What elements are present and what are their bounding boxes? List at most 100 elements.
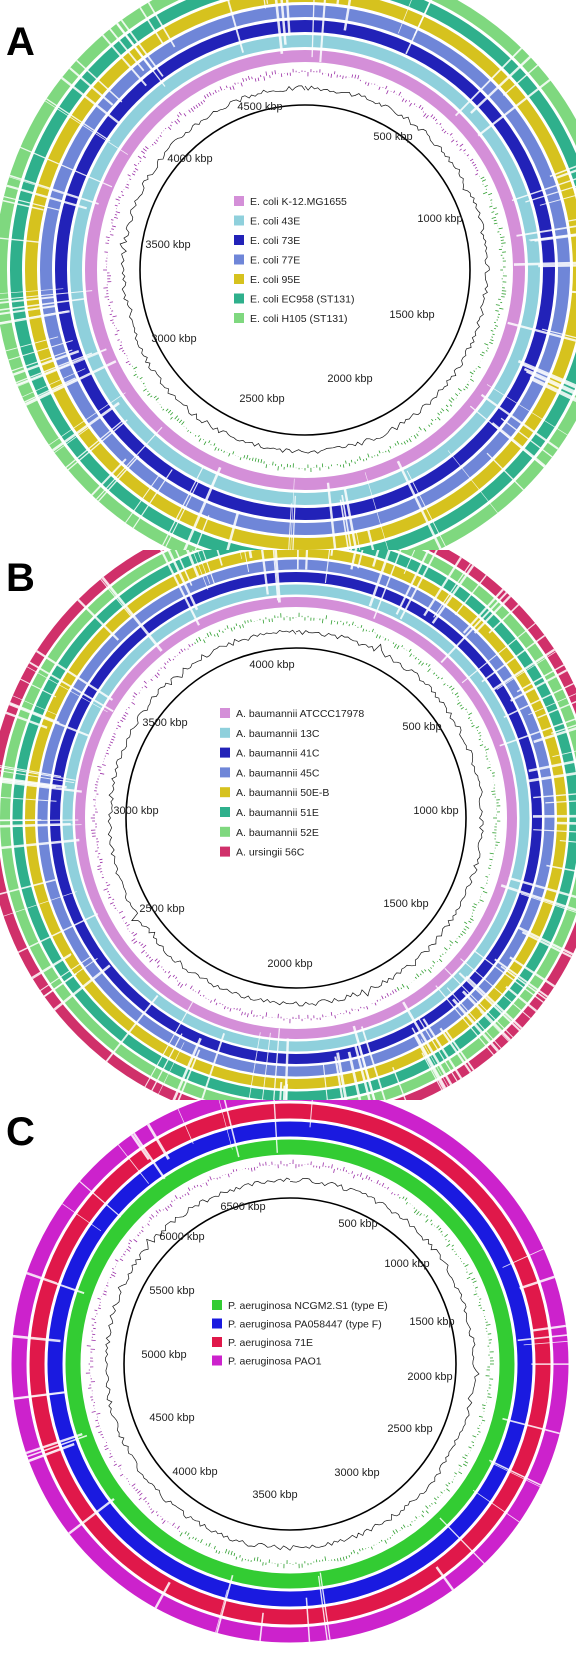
- gc-skew-mark: [489, 864, 492, 867]
- kbp-tick-label: 2500 kbp: [139, 903, 184, 915]
- gc-skew-mark: [458, 1471, 463, 1475]
- gc-skew-mark: [225, 1548, 228, 1554]
- ring-gap-mark: [120, 19, 164, 77]
- kbp-tick-label: 3500 kbp: [145, 239, 190, 251]
- gc-skew-mark: [491, 790, 496, 792]
- gc-skew-mark: [194, 1537, 197, 1541]
- ring-gap-mark: [12, 349, 80, 376]
- blast-ring: [25, 550, 567, 1089]
- gc-skew-mark: [414, 656, 417, 660]
- gc-skew-mark: [174, 1526, 176, 1528]
- gc-skew-mark: [230, 1550, 233, 1556]
- legend-label: P. aeruginosa PA058447 (type F): [228, 1319, 382, 1331]
- ring-gap-mark: [27, 1434, 88, 1458]
- gc-skew-mark: [250, 619, 252, 623]
- gc-skew-mark: [198, 434, 200, 438]
- gc-content-line: [119, 85, 490, 454]
- ring-gap-mark: [539, 194, 576, 206]
- gc-skew-mark: [230, 627, 233, 632]
- gc-skew-mark: [348, 462, 351, 467]
- blast-ring: [11, 1100, 569, 1643]
- gc-skew-mark: [223, 450, 225, 453]
- ring-gap-mark: [0, 770, 75, 784]
- ring-gap-mark: [533, 727, 576, 744]
- gc-skew-mark: [458, 935, 461, 938]
- gc-skew-mark: [357, 1173, 359, 1176]
- gc-skew-mark: [351, 1008, 353, 1012]
- ring-gap-mark: [355, 531, 361, 550]
- gc-skew-mark: [239, 1555, 241, 1558]
- ring-gap-mark: [444, 1028, 475, 1071]
- gc-skew-mark: [485, 876, 489, 878]
- ring-gap-mark: [12, 695, 58, 716]
- ring-gap-mark: [523, 367, 576, 394]
- gc-skew-mark: [456, 701, 461, 705]
- gc-skew-mark: [419, 1213, 422, 1216]
- gc-skew-mark: [432, 116, 436, 120]
- gc-skew-mark: [233, 1552, 236, 1557]
- gc-skew-mark: [251, 76, 253, 80]
- gc-skew-mark: [235, 1556, 238, 1560]
- gc-skew-mark: [396, 440, 400, 445]
- gc-skew-mark: [350, 1551, 353, 1555]
- gc-skew-mark: [147, 1502, 150, 1505]
- gc-skew-mark: [164, 662, 167, 665]
- gc-skew-mark: [115, 198, 120, 201]
- gc-skew-mark: [208, 440, 211, 444]
- gc-skew-mark: [133, 366, 138, 370]
- gc-skew-mark: [408, 438, 412, 443]
- gc-skew-mark: [334, 1558, 336, 1562]
- gc-skew-mark: [423, 428, 427, 432]
- ring-gap-mark: [20, 146, 113, 188]
- gc-skew-mark: [234, 82, 236, 85]
- gc-skew-mark: [406, 439, 409, 443]
- gc-skew-mark: [197, 1540, 199, 1542]
- gc-skew-mark: [117, 721, 120, 724]
- ring-gap-mark: [326, 482, 337, 550]
- ring-gap-mark: [343, 0, 352, 31]
- gc-skew-mark: [133, 170, 136, 173]
- gc-skew-mark: [109, 902, 114, 905]
- gc-skew-mark: [470, 719, 472, 722]
- legend-label: P. aeruginosa 71E: [228, 1337, 313, 1349]
- gc-skew-mark: [486, 1324, 491, 1326]
- ring-gap-mark: [0, 290, 93, 300]
- gc-skew-mark: [361, 1177, 364, 1180]
- gc-skew-mark: [459, 143, 464, 147]
- gc-skew-mark: [99, 858, 103, 861]
- gc-skew-mark: [468, 920, 472, 924]
- gc-skew-mark: [409, 1523, 412, 1527]
- ring-gap-mark: [461, 622, 536, 684]
- gc-skew-mark: [439, 955, 442, 958]
- gc-skew-mark: [469, 918, 474, 921]
- gc-skew-mark: [490, 199, 493, 201]
- ring-gap-mark: [259, 1612, 264, 1641]
- gc-skew-mark: [434, 418, 437, 421]
- gc-skew-mark: [402, 1524, 406, 1528]
- gc-skew-mark: [190, 107, 194, 112]
- gc-skew-mark: [114, 333, 118, 336]
- gc-skew-mark: [475, 173, 479, 176]
- gc-skew-mark: [485, 755, 488, 757]
- gc-skew-mark: [416, 433, 419, 437]
- gc-skew-mark: [393, 643, 397, 648]
- gc-skew-mark: [423, 1214, 425, 1216]
- gc-skew-mark: [401, 442, 403, 445]
- gc-skew-mark: [325, 615, 327, 620]
- kbp-tick-label: 500 kbp: [338, 1218, 377, 1230]
- gc-skew-mark: [213, 634, 216, 637]
- gc-skew-mark: [469, 371, 474, 375]
- gc-skew-mark: [200, 101, 203, 105]
- gc-skew-mark: [115, 211, 121, 214]
- gc-skew-mark: [126, 1248, 131, 1252]
- legend-label: E. coli 73E: [250, 235, 300, 247]
- gc-skew-mark: [156, 672, 160, 676]
- ring-gap-mark: [36, 650, 114, 701]
- legend-label: A. baumannii 51E: [236, 807, 319, 819]
- ring-gap-mark: [0, 838, 80, 850]
- gc-skew-mark: [203, 994, 205, 997]
- gc-skew-mark: [175, 976, 178, 980]
- gc-skew-mark: [131, 938, 136, 942]
- gc-skew-mark: [241, 1558, 243, 1562]
- gc-skew-mark: [187, 1532, 190, 1536]
